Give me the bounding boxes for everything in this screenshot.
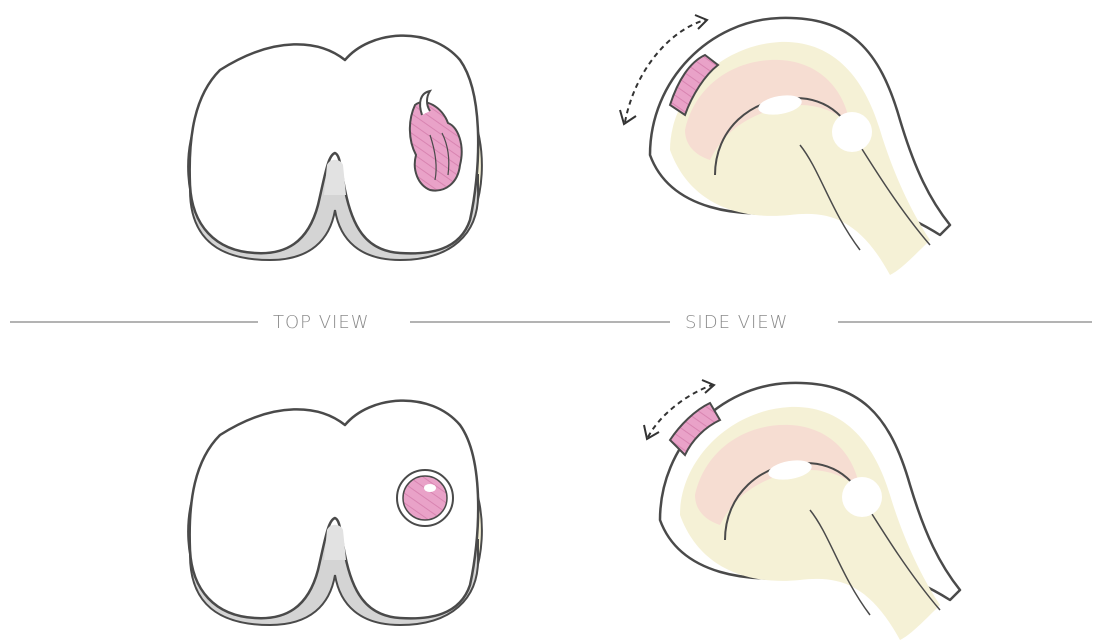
- top-view-damaged-condyles: [188, 36, 482, 260]
- side-view-label: SIDE VIEW: [677, 310, 796, 336]
- top-view-label: TOP VIEW: [265, 310, 378, 336]
- top-view-repaired-condyles: [188, 401, 482, 625]
- side-view-repaired-profile: [644, 380, 960, 640]
- side-view-damaged-profile: [620, 15, 950, 275]
